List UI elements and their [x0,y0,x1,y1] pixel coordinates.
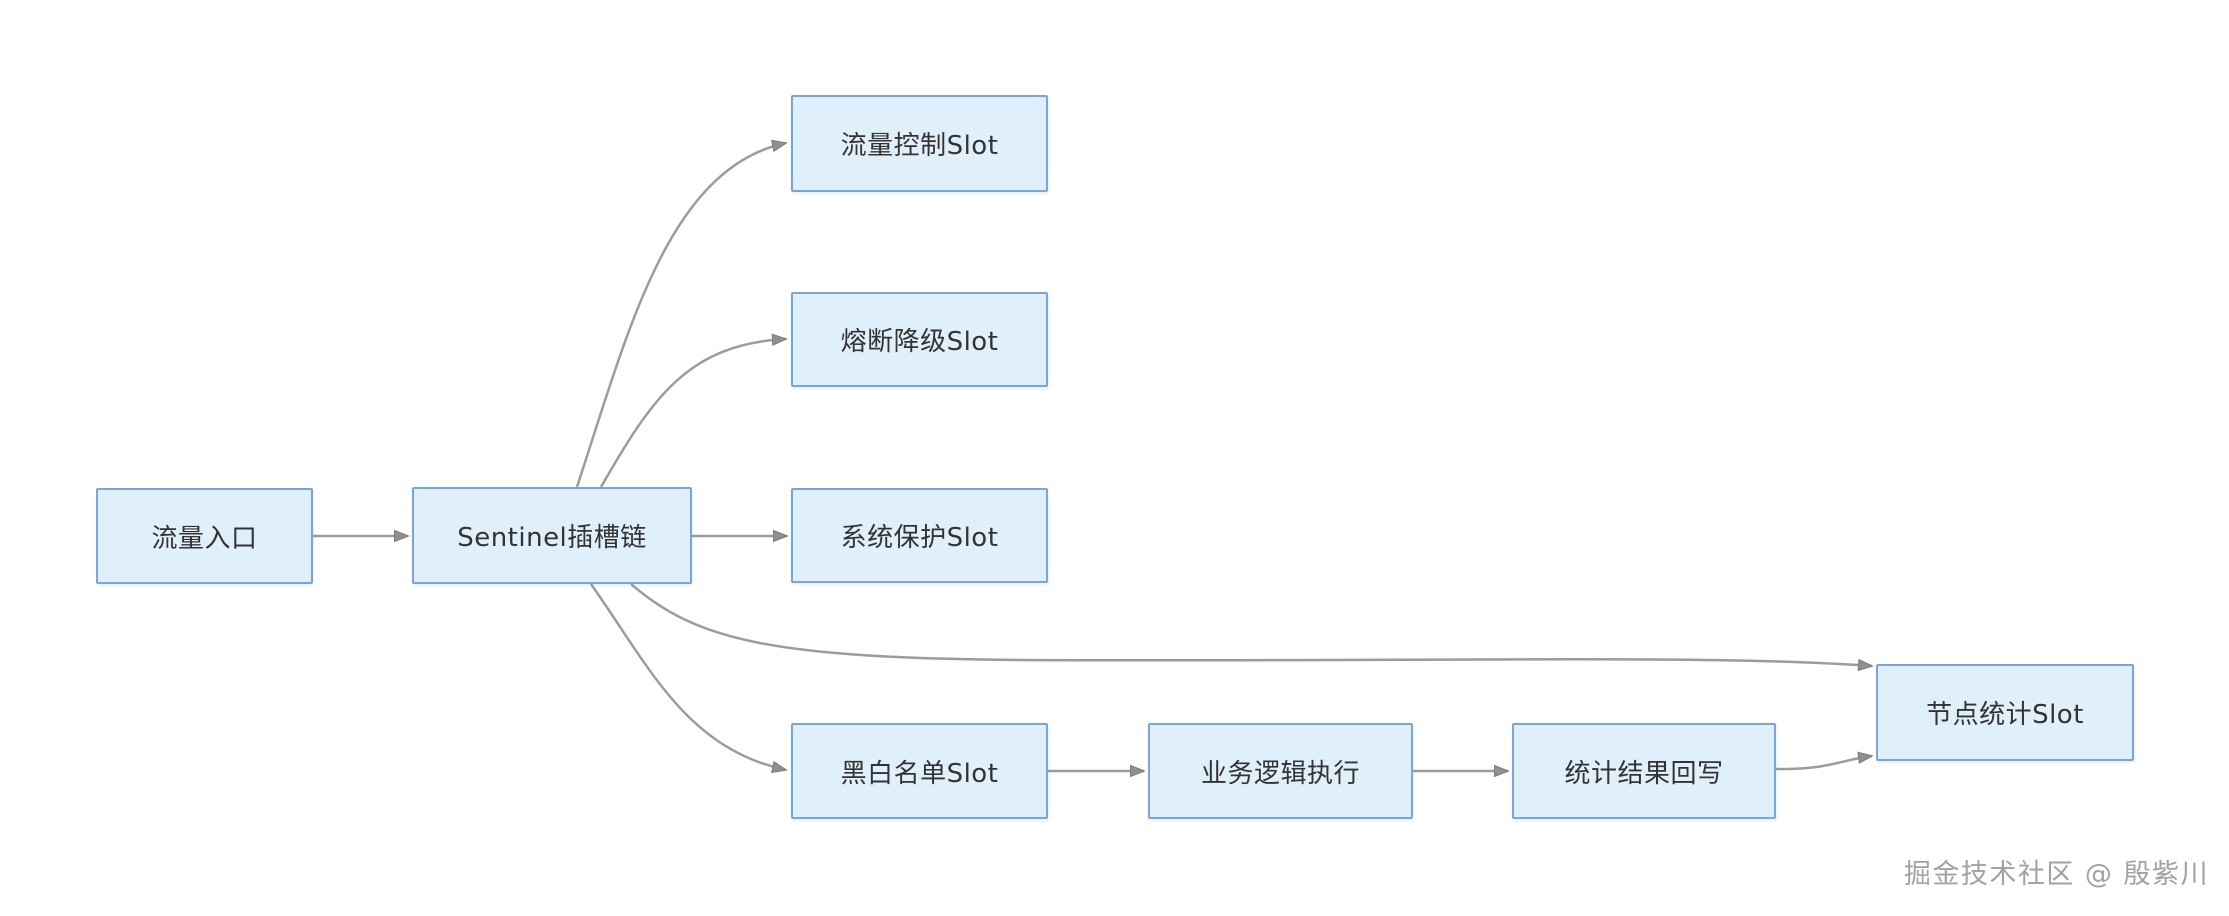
edge-sentinel-slot-chain-to-blacklist-slot [589,583,786,770]
node-label-system-protection-slot: 系统保护Slot [840,523,999,553]
node-blacklist-slot: 黑白名单Slot [791,723,1048,819]
node-business-logic: 业务逻辑执行 [1148,723,1413,819]
edge-sentinel-slot-chain-to-node-stats-slot [630,583,1872,666]
node-node-stats-slot: 节点统计Slot [1876,664,2134,761]
node-sentinel-slot-chain: Sentinel插槽链 [412,487,692,584]
node-label-circuit-breaker-slot: 熔断降级Slot [840,327,999,357]
node-flow-control-slot: 流量控制Slot [791,95,1048,192]
node-label-blacklist-slot: 黑白名单Slot [840,758,999,789]
watermark: 掘金技术社区 @ 殷紫川 [1903,859,2209,890]
edge-sentinel-slot-chain-to-flow-control-slot [575,143,786,488]
edge-sentinel-slot-chain-to-circuit-breaker-slot [599,339,786,488]
node-label-flow-control-slot: 流量控制Slot [840,131,999,161]
node-label-stats-writeback: 统计结果回写 [1564,758,1724,789]
node-label-traffic-entry: 流量入口 [151,523,258,554]
node-stats-writeback: 统计结果回写 [1512,723,1776,819]
node-label-sentinel-slot-chain: Sentinel插槽链 [457,523,647,553]
node-label-node-stats-slot: 节点统计Slot [1926,700,2084,730]
edge-stats-writeback-to-node-stats-slot [1775,756,1872,771]
node-traffic-entry: 流量入口 [96,488,313,584]
node-label-business-logic: 业务逻辑执行 [1200,758,1360,789]
node-system-protection-slot: 系统保护Slot [791,488,1048,583]
node-circuit-breaker-slot: 熔断降级Slot [791,292,1048,387]
